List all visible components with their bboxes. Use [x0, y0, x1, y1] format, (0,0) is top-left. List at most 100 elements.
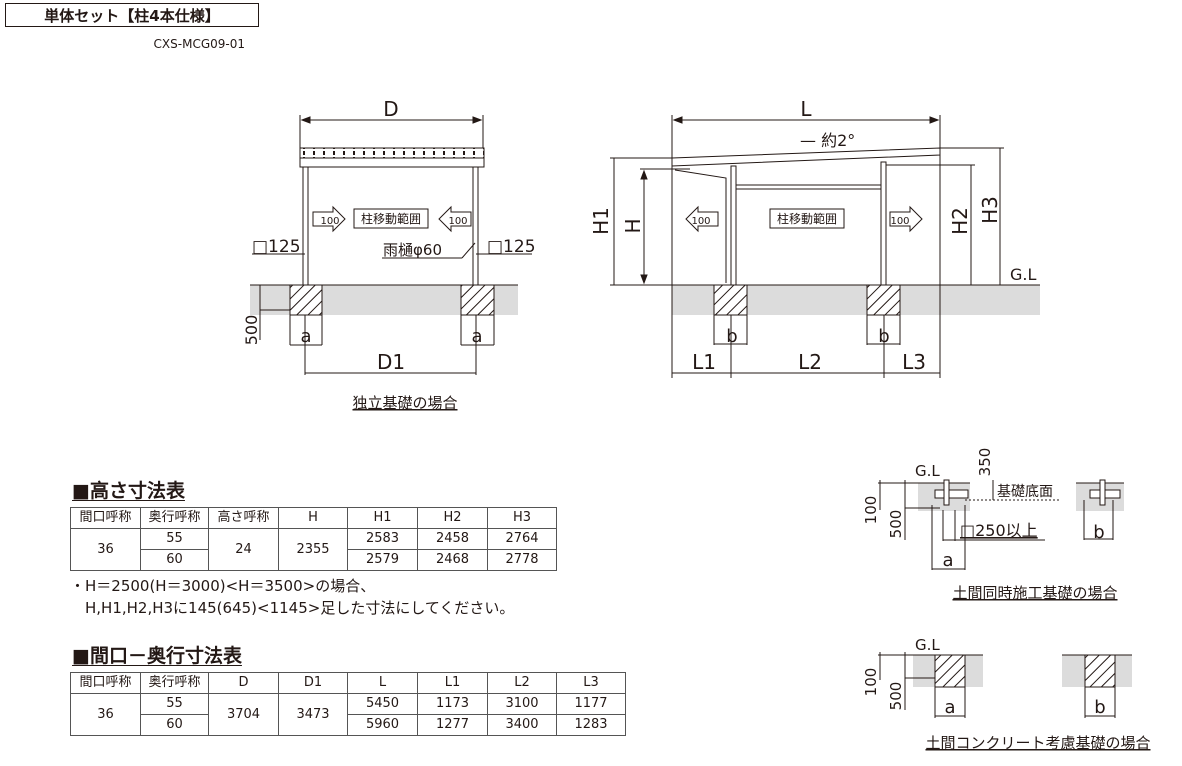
table-row: 36 55 3704 3473 5450 1173 3100 1177: [70, 693, 626, 736]
h1-label: H1: [589, 207, 613, 235]
depth-cell: 55: [140, 693, 209, 715]
header-cell: 奥行呼称: [140, 507, 209, 529]
header-cell: H2: [417, 507, 488, 529]
header-cell: 高さ呼称: [208, 507, 279, 529]
d1-cell: 3473: [278, 693, 348, 736]
b-label: b: [1093, 522, 1104, 543]
header-cell: L3: [556, 672, 626, 694]
post-size-right: □125: [487, 237, 536, 257]
concrete-caption: 土間コンクリート考慮基礎の場合: [925, 734, 1150, 752]
d-label: D: [383, 97, 398, 121]
slope-label: — 約2°: [800, 131, 855, 150]
gl-label: G.L: [915, 636, 940, 654]
set-title: 単体セット【柱4本仕様】: [5, 3, 259, 27]
base-bottom-label: 基礎底面: [997, 483, 1053, 500]
detail-concrete: [878, 652, 1132, 718]
l3-label: L3: [902, 350, 926, 374]
gl-label: G.L: [1010, 265, 1036, 284]
h1-cell: 2583: [347, 528, 418, 550]
table-header-row: 間口呼称 奥行呼称 D D1 L L1 L2 L3: [70, 672, 626, 694]
height-table-title: ■高さ寸法表: [72, 480, 185, 502]
d-cell: 3704: [208, 693, 279, 736]
size-table: 間口呼称 奥行呼称 D D1 L L1 L2 L3 36 55 3704 347…: [70, 672, 626, 736]
l-cell: 5450: [347, 693, 418, 715]
b-label: b: [1094, 697, 1105, 718]
table-row: 36 55 24 2355 2583 2458 2764: [70, 528, 557, 571]
h2-label: H2: [948, 207, 972, 235]
slab-caption: 土間同時施工基礎の場合: [952, 584, 1117, 602]
arrow-right-value: 100: [448, 216, 467, 227]
header-cell: L2: [487, 672, 557, 694]
header-cell: H: [278, 507, 348, 529]
h-label: H: [621, 218, 645, 233]
note-line: H,H1,H2,H3に145(645)<1145>足した寸法にしてください。: [70, 599, 515, 617]
a-label: a: [942, 550, 953, 571]
a-label-left: a: [300, 326, 311, 347]
l3-cell: 1283: [556, 714, 626, 736]
depth-500: 500: [887, 682, 905, 711]
l1-cell: 1277: [417, 714, 488, 736]
table-row: 60 2579 2468 2778: [71, 549, 557, 571]
depth-cell: 55: [140, 528, 209, 550]
depth-500: 500: [887, 510, 905, 539]
h2-cell: 2458: [417, 528, 488, 550]
depth-cell: 60: [140, 714, 209, 736]
header-cell: D1: [278, 672, 348, 694]
a-label-right: a: [471, 326, 482, 347]
l1-label: L1: [692, 350, 716, 374]
l-label: L: [800, 97, 812, 121]
gutter-label: 雨樋φ60: [383, 241, 442, 259]
side-view: [610, 115, 1040, 378]
header-cell: H3: [487, 507, 557, 529]
header-cell: H1: [347, 507, 418, 529]
table-row: 60 5960 1277 3400 1283: [71, 714, 626, 736]
table-header-row: 間口呼称 奥行呼称 高さ呼称 H H1 H2 H3: [70, 507, 557, 529]
width-code-cell: 36: [70, 693, 141, 736]
depth-500: 500: [242, 315, 261, 346]
post-size-left: □125: [252, 237, 301, 257]
h1-cell: 2579: [347, 549, 418, 571]
height-table: 間口呼称 奥行呼称 高さ呼称 H H1 H2 H3 36 55 24 2355 …: [70, 507, 557, 571]
arrow-right-value: 100: [890, 216, 909, 227]
model-number: CXS-MCG09-01: [153, 37, 245, 51]
b-label-back: b: [878, 326, 889, 347]
detail-slab: [878, 479, 1124, 570]
h3-label: H3: [978, 196, 1002, 224]
front-caption: 独立基礎の場合: [352, 394, 457, 412]
move-range-label: 柱移動範囲: [777, 211, 837, 226]
note-line: ・H＝2500(H＝3000)<H＝3500>の場合、: [70, 577, 376, 595]
height-code-cell: 24: [208, 528, 279, 571]
h3-cell: 2778: [487, 549, 557, 571]
h2-cell: 2468: [417, 549, 488, 571]
front-view: [250, 115, 532, 375]
arrow-left-value: 100: [691, 216, 710, 227]
depth-350: 350: [976, 448, 994, 477]
header-cell: 奥行呼称: [140, 672, 209, 694]
square-size-label: □250以上: [960, 521, 1038, 540]
header-cell: 間口呼称: [70, 672, 141, 694]
l2-label: L2: [798, 350, 822, 374]
d1-label: D1: [377, 350, 405, 374]
b-label-front: b: [726, 326, 737, 347]
l1-cell: 1173: [417, 693, 488, 715]
l2-cell: 3400: [487, 714, 557, 736]
l-cell: 5960: [347, 714, 418, 736]
arrow-left-value: 100: [320, 216, 339, 227]
depth-100: 100: [862, 668, 880, 697]
l3-cell: 1177: [556, 693, 626, 715]
height-note: ・H＝2500(H＝3000)<H＝3500>の場合、 H,H1,H2,H3に1…: [70, 575, 514, 619]
h3-cell: 2764: [487, 528, 557, 550]
depth-100: 100: [862, 496, 880, 525]
gl-label: G.L: [915, 462, 940, 480]
h-cell: 2355: [278, 528, 348, 571]
depth-cell: 60: [140, 549, 209, 571]
l2-cell: 3100: [487, 693, 557, 715]
header-cell: D: [208, 672, 279, 694]
size-table-title: ■間口－奥行寸法表: [72, 645, 242, 667]
width-code-cell: 36: [70, 528, 141, 571]
header-cell: L: [347, 672, 418, 694]
move-range-label: 柱移動範囲: [361, 211, 421, 226]
header-cell: L1: [417, 672, 488, 694]
header-cell: 間口呼称: [70, 507, 141, 529]
